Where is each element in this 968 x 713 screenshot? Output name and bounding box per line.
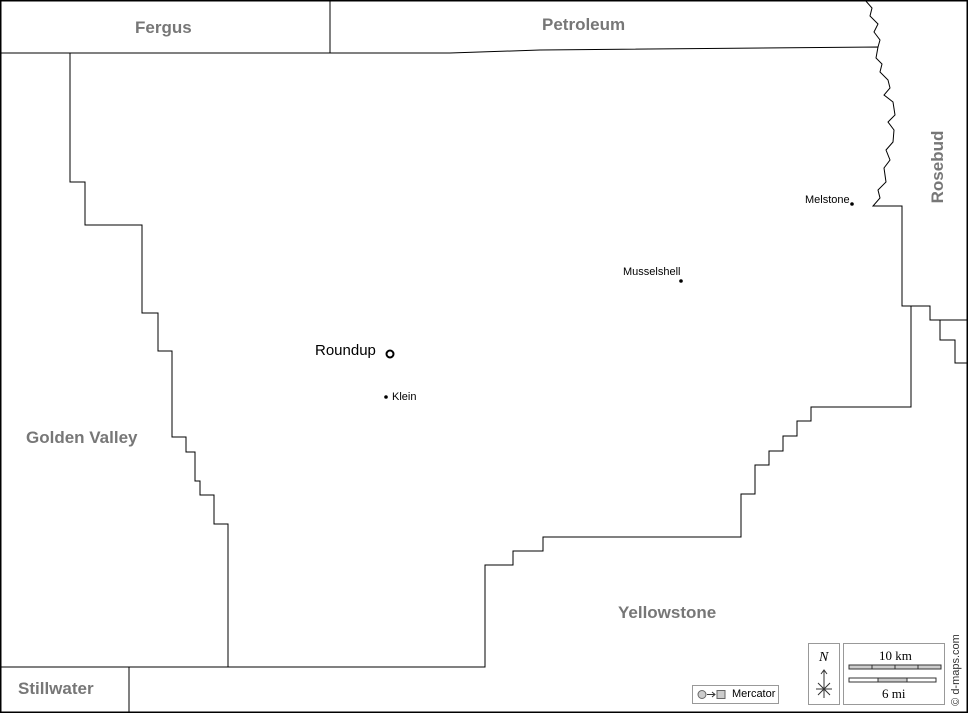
scale-box: 10 km 6 mi: [843, 643, 945, 705]
label-stillwater: Stillwater: [18, 679, 94, 698]
credit: © d-maps.com: [950, 634, 962, 706]
projection-icon: [697, 690, 726, 699]
klein-marker: [384, 395, 388, 399]
label-fergus: Fergus: [135, 18, 192, 37]
scale-mi-label: 6 mi: [882, 686, 906, 701]
label-rosebud: Rosebud: [928, 130, 947, 204]
label-petroleum: Petroleum: [542, 15, 626, 34]
melstone-marker: [850, 202, 854, 206]
label-melstone: Melstone: [805, 194, 850, 206]
label-klein: Klein: [392, 391, 417, 403]
north-label: N: [819, 650, 829, 665]
scale-bars: [848, 664, 942, 683]
compass-icon: [816, 669, 832, 698]
label-musselshell: Musselshell: [623, 266, 681, 278]
projection-box: Mercator: [692, 685, 779, 704]
north-arrow-box: N: [808, 643, 840, 705]
label-yellowstone: Yellowstone: [618, 603, 717, 622]
county-boundary: [69, 46, 912, 668]
label-golden-valley: Golden Valley: [26, 428, 138, 447]
roundup-marker: [385, 349, 395, 359]
scale-km-label: 10 km: [879, 648, 912, 663]
projection-label: Mercator: [732, 688, 776, 700]
label-roundup: Roundup: [315, 342, 376, 359]
musselshell-marker: [679, 279, 683, 283]
